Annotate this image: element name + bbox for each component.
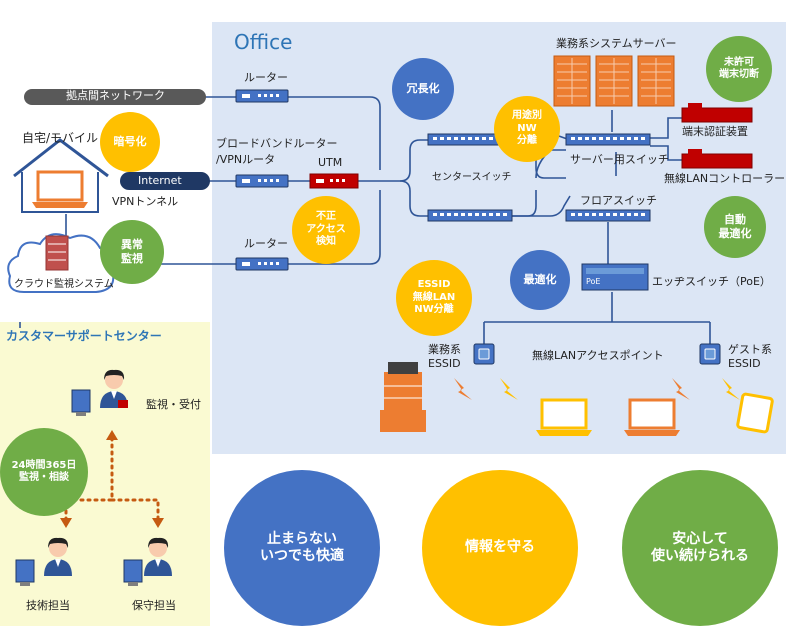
unauthorized-cutoff-bubble: 未許可 端末切断 [706, 36, 772, 102]
guest-essid-label-2: ESSID [728, 357, 761, 370]
anomaly-monitoring-bubble: 異常 監視 [100, 220, 164, 284]
terminal-auth-label: 端末認証装置 [682, 125, 748, 138]
center-switch-label: センタースイッチ [432, 172, 512, 183]
essid-split-bubble: ESSID 無線LAN NW分離 [396, 260, 472, 336]
home-mobile-label: 自宅/モバイル [22, 131, 99, 145]
edge-switch-label: エッヂスイッチ（PoE） [652, 275, 771, 288]
router-bottom-label: ルーター [244, 237, 288, 250]
utm-label: UTM [318, 156, 343, 169]
poe-badge: PoE [586, 277, 601, 286]
business-essid-label-2: ESSID [428, 357, 461, 370]
broadband-router-label: ブロードバンドルーター [216, 137, 338, 150]
inter-site-network-label: 拠点間ネットワーク [66, 89, 165, 102]
redundancy-bubble: 冗長化 [392, 58, 454, 120]
wlan-controller-label: 無線LANコントローラー [664, 172, 786, 185]
encryption-bubble: 暗号化 [100, 112, 160, 172]
cloud-monitoring-label: クラウド監視システム [14, 279, 114, 290]
vpn-tunnel-label: VPNトンネル [112, 195, 179, 208]
guest-essid-label-1: ゲスト系 [728, 343, 772, 356]
support-center-title: カスタマーサポートセンター [6, 329, 162, 343]
intrusion-detect-bubble: 不正 アクセス 検知 [292, 196, 360, 264]
support-hours-bubble: 24時間365日 監視・相談 [0, 428, 88, 516]
wlan-ap-label: 無線LANアクセスポイント [532, 349, 664, 362]
server-switch-label: サーバー用スイッチ [570, 153, 669, 166]
purpose-nw-split-bubble: 用途別 NW 分離 [494, 96, 560, 162]
benefit-continued-use: 安心して 使い続けられる [622, 470, 778, 626]
monitor-reception-label: 監視・受付 [146, 398, 201, 411]
business-servers-label: 業務系システムサーバー [556, 37, 677, 50]
benefit-always-comfortable: 止まらない いつでも快適 [224, 470, 380, 626]
business-essid-label-1: 業務系 [428, 343, 461, 356]
router-top-label: ルーター [244, 71, 288, 84]
floor-switch-label: フロアスイッチ [580, 194, 657, 207]
optimize-bubble: 最適化 [510, 250, 570, 310]
maintenance-staff-label: 保守担当 [132, 599, 176, 612]
benefit-protect-information: 情報を守る [422, 470, 578, 626]
internet-label: Internet [138, 174, 182, 187]
auto-optimize-bubble: 自動 最適化 [704, 196, 766, 258]
vpn-router-label: /VPNルータ [216, 153, 276, 166]
tech-staff-label: 技術担当 [26, 599, 70, 612]
office-title: Office [234, 30, 293, 54]
